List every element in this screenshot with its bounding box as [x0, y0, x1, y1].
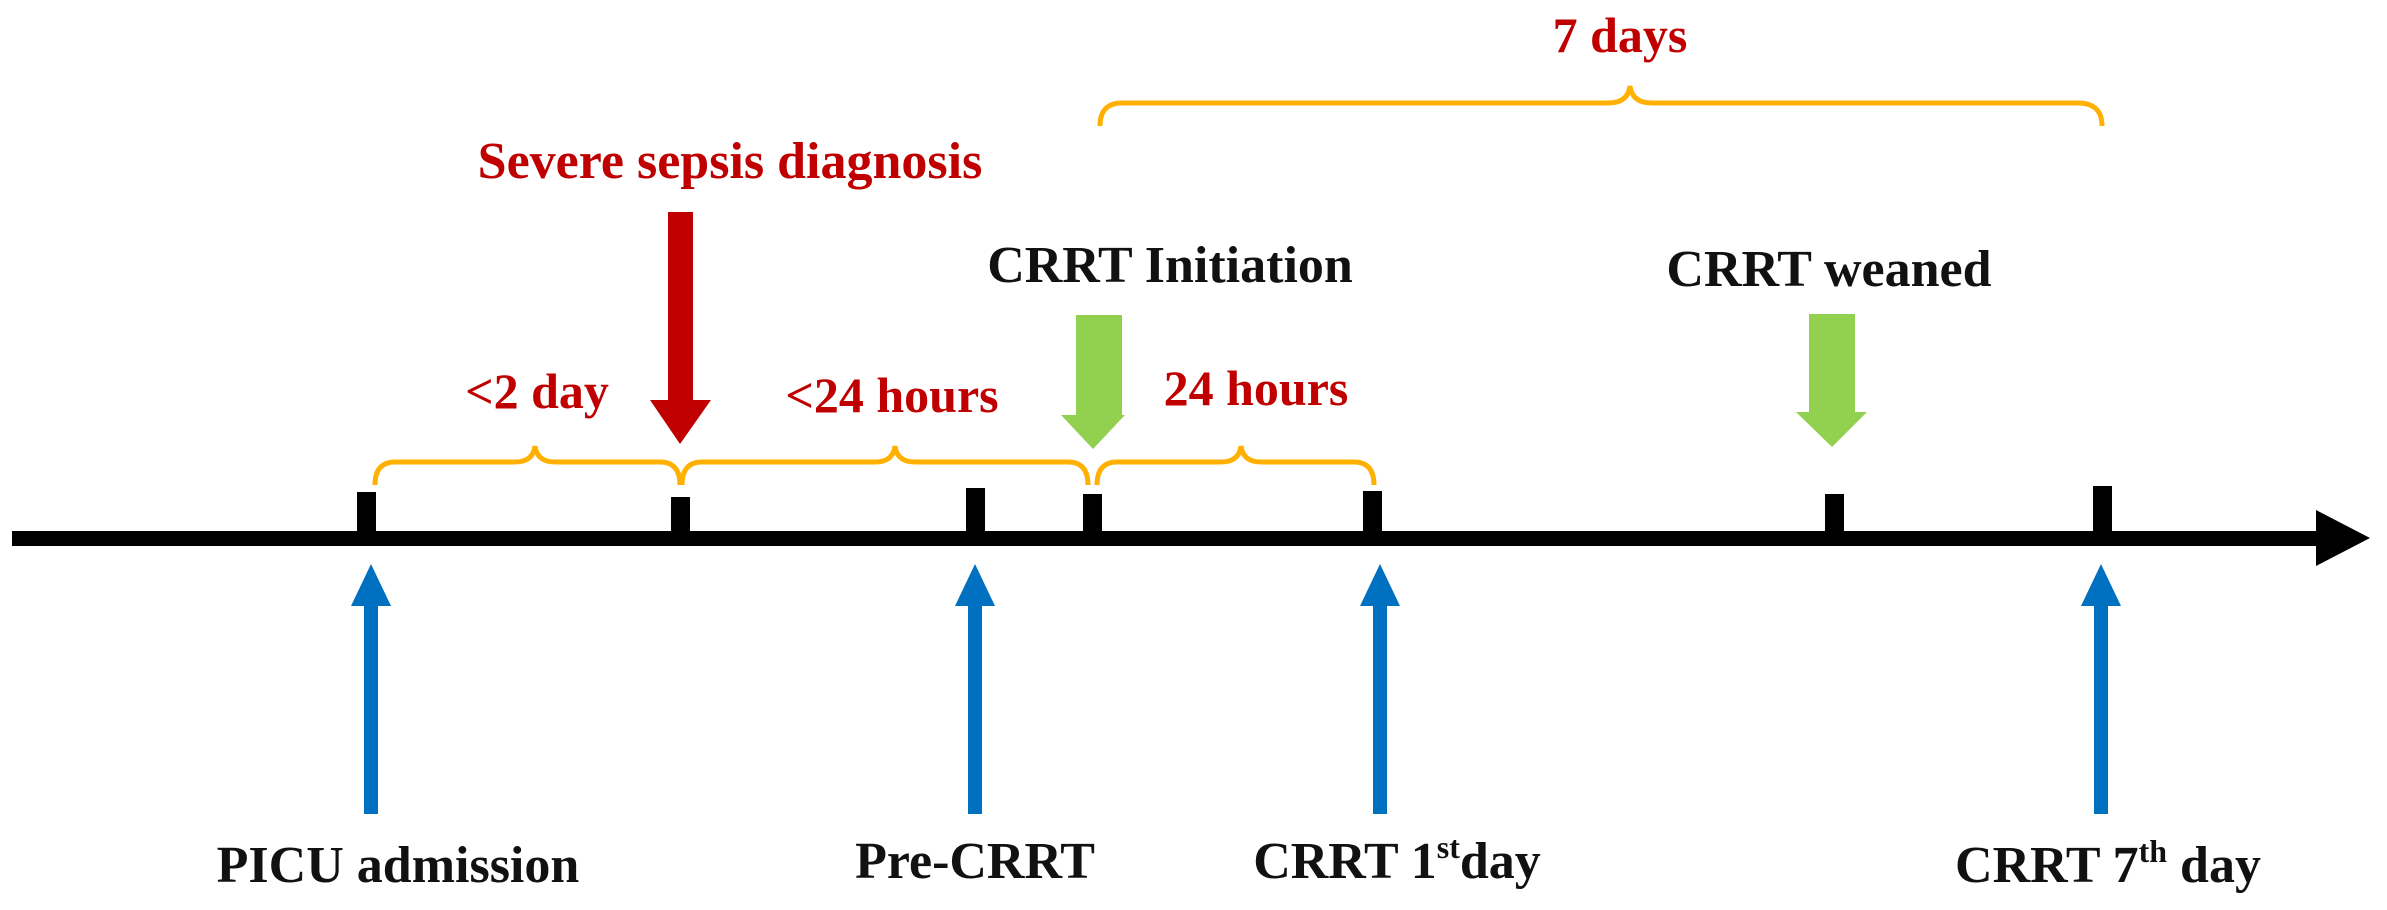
timeline-axis	[12, 510, 2370, 566]
timepoint-crrt-day7: CRRT 7th day	[1955, 833, 2261, 894]
interval-label-third: 24 hours	[1164, 360, 1349, 416]
tick-pre-crrt	[966, 488, 985, 532]
blue-arrow-picu	[351, 564, 391, 814]
interval-label-first: <2 day	[465, 363, 609, 419]
interval-brace-first	[372, 445, 683, 486]
crrt-initiation-arrow	[1061, 315, 1125, 449]
tick-crrt-day7	[2093, 486, 2112, 532]
crrt-weaned-arrow	[1796, 314, 1867, 447]
tick-crrt-weaned	[1825, 494, 1844, 532]
crrt-initiation-label: CRRT Initiation	[987, 237, 1353, 294]
tick-sepsis	[671, 497, 690, 532]
tick-crrt-initiation	[1083, 494, 1102, 532]
timepoint-pre-crrt: Pre-CRRT	[855, 833, 1095, 890]
timepoint-picu: PICU admission	[217, 837, 580, 894]
interval-label-second: <24 hours	[785, 367, 998, 423]
blue-arrow-crrt-day1	[1360, 564, 1400, 814]
blue-arrow-crrt-day7	[2081, 564, 2121, 814]
timepoint-crrt-day1: CRRT 1stday	[1253, 829, 1541, 890]
interval-brace-third	[1094, 445, 1377, 486]
tick-crrt-day1	[1363, 491, 1382, 532]
tick-marks	[357, 486, 2112, 532]
blue-arrow-pre-crrt	[955, 564, 995, 814]
tick-picu	[357, 492, 376, 532]
sepsis-label: Severe sepsis diagnosis	[478, 133, 983, 190]
crrt-weaned-label: CRRT weaned	[1666, 241, 1991, 298]
period-label: 7 days	[1553, 7, 1688, 63]
interval-brace-second	[679, 445, 1091, 486]
period-brace	[1097, 85, 2105, 127]
sepsis-arrow	[650, 212, 711, 444]
